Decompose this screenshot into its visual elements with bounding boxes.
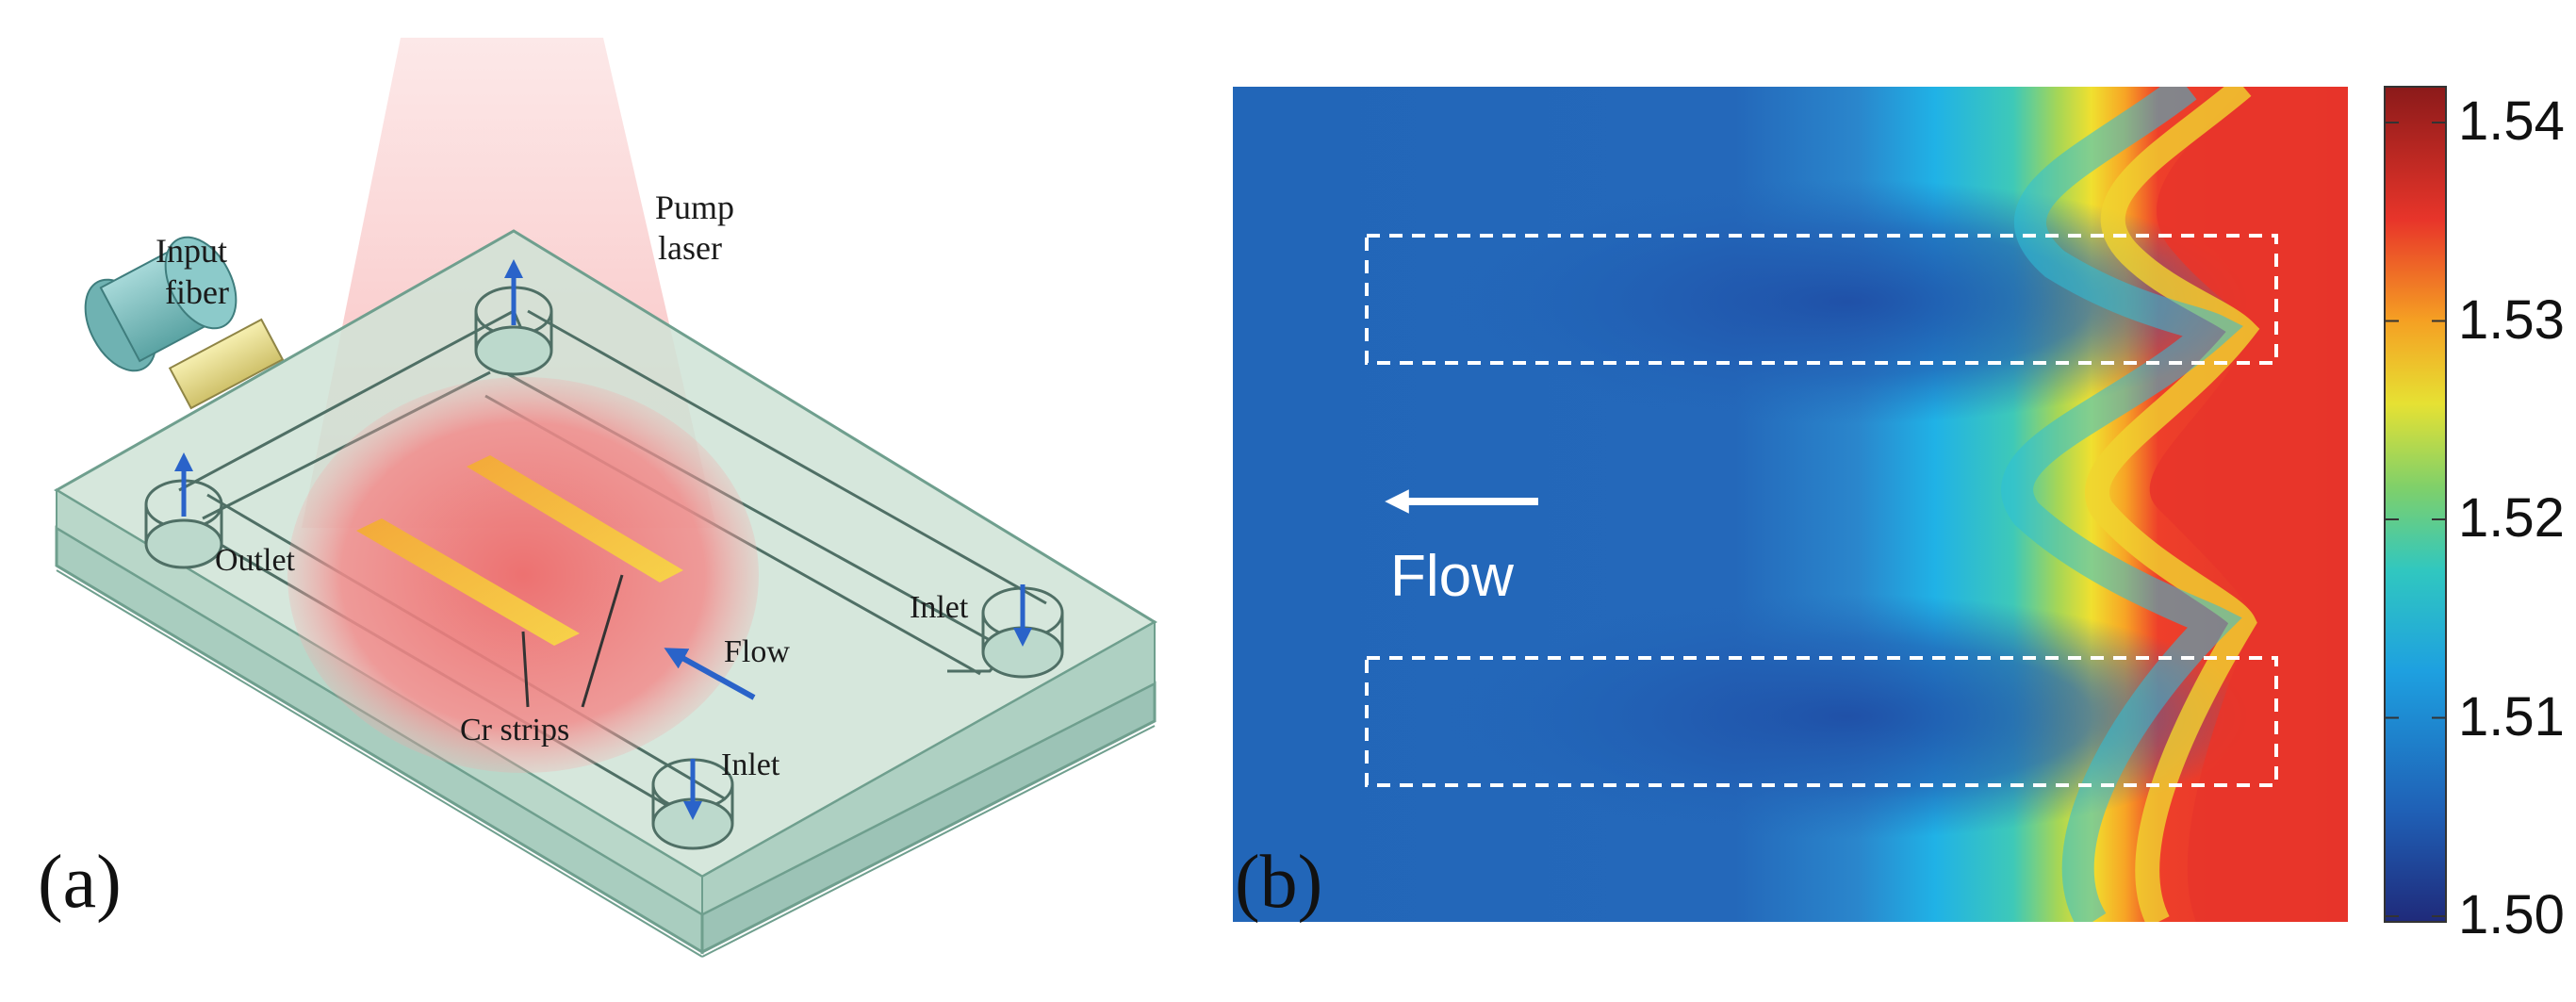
panel-b-letter: (b) (1235, 841, 1322, 924)
cr-strip-lower (356, 518, 580, 646)
colorbar-gradient (2384, 86, 2447, 923)
cr-strips-label: Cr strips (460, 713, 569, 747)
panel-b-refractive-index-map: Flow (b) 1.54 1.53 1.52 1.51 1.50 (1233, 86, 2565, 945)
pump-laser-label-line2: laser (658, 229, 722, 267)
panel-a-letter: (a) (38, 841, 122, 924)
colorbar: 1.54 1.53 1.52 1.51 1.50 (2384, 86, 2565, 945)
outlet-well-left (144, 479, 223, 569)
index-field (1233, 87, 2348, 922)
outlet-label: Outlet (215, 543, 296, 578)
flow-label: Flow (1390, 544, 1514, 609)
colorbar-tick-label: 1.51 (2458, 686, 2565, 747)
colorbar-ticks (2385, 122, 2446, 917)
field-lobe (1442, 594, 2253, 839)
cr-strip-upper (467, 455, 683, 583)
strip-outline-upper (1365, 234, 2278, 365)
chip-edge (701, 725, 1156, 958)
cr-strips-leader (581, 574, 624, 708)
input-fiber-label-line1: Input (156, 232, 227, 270)
field-warm-region (2149, 87, 2348, 922)
channel-line (527, 309, 1047, 605)
pump-laser-label-line1: Pump (655, 189, 734, 226)
input-fiber-label-line2: fiber (165, 273, 229, 311)
input-fiber (84, 236, 285, 410)
cr-strips-leader (521, 631, 530, 708)
chip-top-side-right (701, 620, 1156, 916)
field-yellow-band (2085, 87, 2260, 922)
colorbar-tick-label: 1.52 (2458, 487, 2565, 549)
inlet-bottom-label: Inlet (721, 747, 780, 782)
pump-laser-spot (287, 377, 759, 773)
chip-edge (56, 569, 703, 958)
colorbar-tick-label: 1.54 (2458, 90, 2565, 152)
flow-label: Flow (724, 634, 790, 669)
flow-arrow-icon (664, 648, 756, 700)
field-cyan-band (2001, 87, 2243, 922)
strip-outline-lower (1365, 656, 2278, 787)
colorbar-tick-label: 1.50 (2458, 884, 2565, 945)
colorbar-tick-label: 1.53 (2458, 289, 2565, 351)
inlet-right-label: Inlet (910, 590, 969, 625)
panel-a-microfluidic-chip: Input fiber Pump laser Outlet Inlet Inle… (38, 38, 1157, 958)
